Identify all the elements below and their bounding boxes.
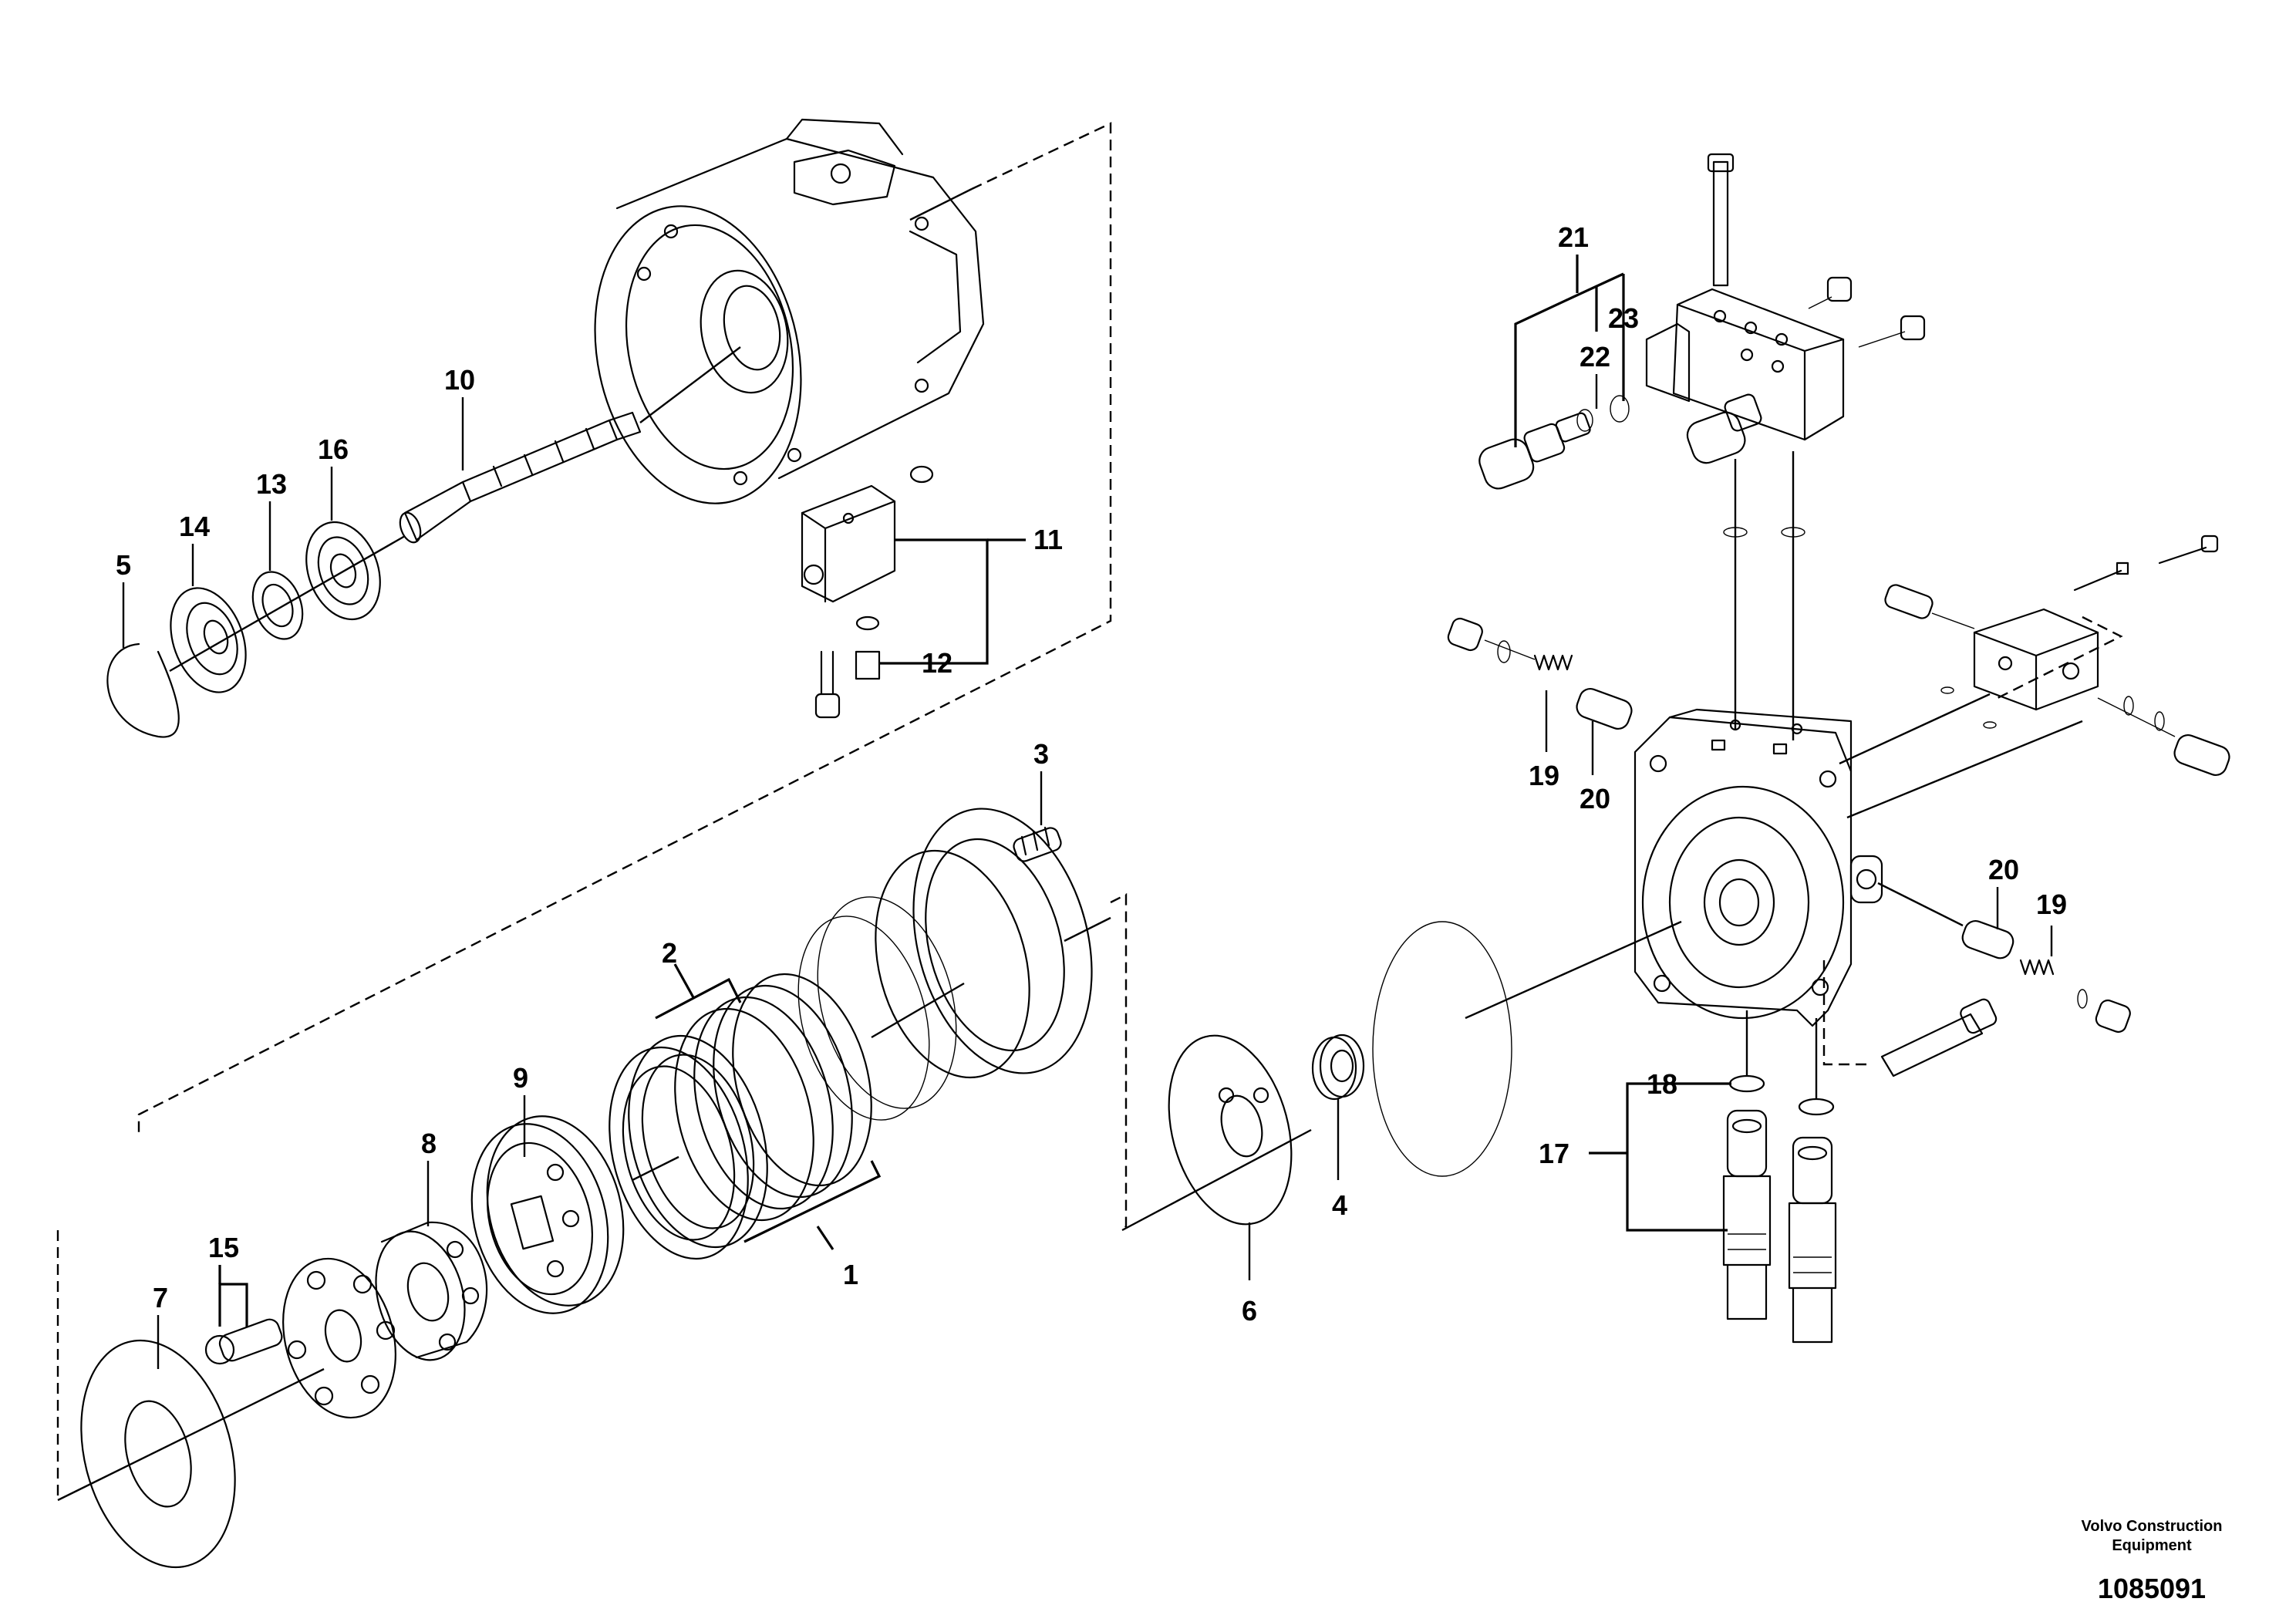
o-ring-drop-1 <box>1723 527 1748 538</box>
valve-plate-8 <box>375 1221 488 1361</box>
callout-22: 22 <box>1580 341 1610 373</box>
callout-5: 5 <box>116 549 131 581</box>
callout-10: 10 <box>444 364 475 396</box>
callout-16: 16 <box>318 433 349 465</box>
spring-19-right <box>2019 959 2055 976</box>
leader-lines <box>122 255 2053 1369</box>
valve-block-11 <box>801 484 896 603</box>
callout-11: 11 <box>1033 524 1063 555</box>
brake-axis-end <box>1064 916 1111 943</box>
side-valve-block <box>1973 608 2099 711</box>
watermark-line-2: Equipment <box>2112 1537 2192 1554</box>
plug-right <box>2077 989 2131 1034</box>
rear-cover <box>1633 708 1883 1027</box>
plug-top-right <box>1808 276 1926 348</box>
side-bolts <box>2073 534 2219 592</box>
block-axis-line <box>632 1155 679 1182</box>
callout-13: 13 <box>256 468 287 500</box>
spool-17-left <box>1722 1109 1772 1320</box>
callout-8: 8 <box>421 1128 437 1159</box>
callout-15: 15 <box>208 1232 239 1263</box>
callout-17: 17 <box>1539 1138 1569 1169</box>
spool-20-right <box>1961 919 2014 959</box>
brake-piston <box>875 808 1093 1079</box>
callout-14: 14 <box>179 511 210 542</box>
cover-axis-left <box>1465 920 1682 1020</box>
callout-9: 9 <box>513 1062 528 1094</box>
spool-17-right <box>1788 1136 1837 1344</box>
o-ring-22 <box>1576 409 1593 432</box>
port-plate-axis <box>1121 1128 1312 1232</box>
lower-assembly-frame <box>56 893 1128 1500</box>
cylinder-block-9 <box>470 1115 625 1314</box>
plates-1 <box>609 1034 768 1260</box>
spring-19-left <box>1533 654 1573 671</box>
callout-19-right: 19 <box>2036 889 2067 920</box>
callout-19-left: 19 <box>1529 760 1559 791</box>
callout-23: 23 <box>1608 302 1639 334</box>
bearing-4 <box>1311 1034 1365 1101</box>
bolt-right <box>1880 998 1998 1077</box>
relief-valve-block <box>1645 288 1845 441</box>
snap-ring-5 <box>106 642 180 738</box>
callout-3: 3 <box>1033 738 1049 770</box>
callout-6: 6 <box>1242 1295 1257 1327</box>
bolt-top <box>1707 153 1735 287</box>
piston-15 <box>204 1318 283 1365</box>
port-plate-6 <box>1168 1034 1293 1226</box>
right-assembly-frame <box>1822 615 2123 1066</box>
upper-assembly-frame <box>137 122 1112 1134</box>
cover-axis-upper <box>1839 693 1991 765</box>
callout-21: 21 <box>1558 221 1589 253</box>
plug <box>909 465 934 484</box>
right-spool-axis <box>1877 882 1964 927</box>
callout-7: 7 <box>153 1282 168 1313</box>
callout-12: 12 <box>922 647 952 679</box>
o-ring-23 <box>1610 395 1630 423</box>
cartridge-right <box>1686 393 1762 464</box>
gasket <box>1372 921 1512 1177</box>
drawing-number: 1085091 <box>2098 1573 2206 1604</box>
o-ring-18-right <box>1798 1098 1835 1116</box>
brake-axis-segment <box>871 982 965 1039</box>
shaft-axis-line <box>639 346 741 423</box>
callout-labels: 10 16 13 14 5 11 12 3 2 9 8 1 15 7 4 6 2… <box>116 221 2067 1327</box>
callout-20-right: 20 <box>1988 854 2019 885</box>
thrust-washer-7 <box>80 1339 236 1569</box>
side-cartridge-bottom <box>2097 696 2230 776</box>
plates-2 <box>674 973 872 1222</box>
lower-axis-line <box>57 1367 325 1502</box>
output-shaft <box>399 411 642 544</box>
cartridge-left <box>1478 412 1591 490</box>
bearing-16 <box>305 521 381 621</box>
o-rings <box>797 896 957 1121</box>
publisher-watermark: Volvo Construction Equipment 1085091 <box>2082 1518 2223 1604</box>
side-orings <box>1940 686 1997 729</box>
callout-1: 1 <box>843 1259 858 1290</box>
callout-4: 4 <box>1332 1189 1347 1221</box>
housing-axis-line <box>909 187 973 221</box>
o-ring-drop-2 <box>1781 527 1805 538</box>
spring-3 <box>1013 826 1062 862</box>
ring-13 <box>251 571 304 640</box>
spool-20-left <box>1576 688 1633 730</box>
cover-axis-right <box>1846 720 2083 819</box>
screw-12 <box>814 615 881 719</box>
retainer-plate <box>282 1257 396 1419</box>
shaft-group-axis <box>169 534 406 673</box>
motor-housing <box>594 118 985 504</box>
watermark-line-1: Volvo Construction <box>2082 1518 2223 1535</box>
callout-18: 18 <box>1647 1068 1677 1100</box>
callout-2: 2 <box>662 937 677 969</box>
seal-14 <box>170 587 247 693</box>
o-ring-18-left <box>1728 1074 1765 1093</box>
plug-left <box>1447 617 1536 663</box>
callout-20-left: 20 <box>1580 783 1610 814</box>
side-cartridge-top <box>1884 584 1975 629</box>
